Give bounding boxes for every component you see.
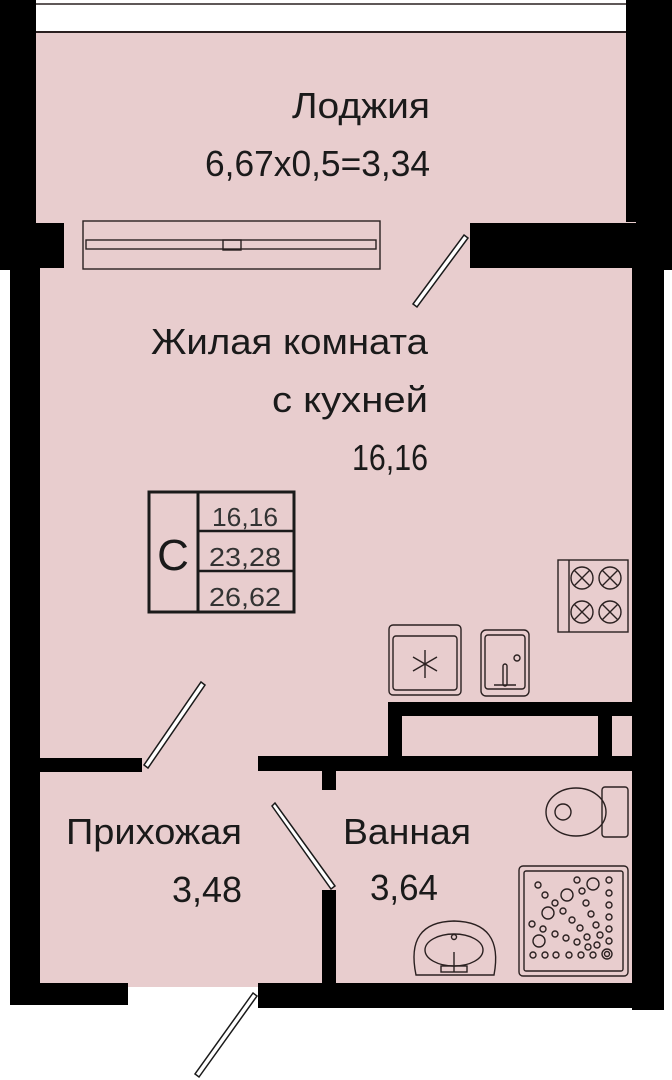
wall <box>322 770 336 790</box>
room-door[interactable] <box>142 680 207 770</box>
wall <box>322 890 336 985</box>
hallway-area: 3,48 <box>172 869 242 910</box>
wall <box>0 223 64 268</box>
wall <box>40 758 142 772</box>
loggia-area: 6,67x0,5=3,34 <box>205 143 430 184</box>
hallway-name: Прихожая <box>66 811 242 852</box>
wall <box>258 756 636 771</box>
wall <box>388 702 402 758</box>
total-with-loggia-value: 26,62 <box>209 582 281 612</box>
living-name-2: с кухней <box>272 379 428 420</box>
bathroom-area: 3,64 <box>370 867 438 908</box>
washbasin-icon <box>413 920 497 976</box>
apartment-floor <box>36 222 636 987</box>
wall <box>388 702 636 716</box>
kitchen-sink-icon <box>480 629 530 697</box>
wall <box>598 702 612 758</box>
bathroom-name: Ванная <box>343 811 471 852</box>
apartment-type: С <box>157 531 189 580</box>
toilet-icon <box>545 786 629 838</box>
wall <box>258 983 664 1008</box>
stove-icon <box>557 559 629 633</box>
shower-tray-icon <box>518 865 629 977</box>
refrigerator-icon <box>388 624 462 696</box>
entrance-door[interactable] <box>193 991 259 1079</box>
area-summary-table: С 16,16 23,28 26,62 <box>147 490 296 614</box>
window-icon <box>82 220 381 270</box>
loggia-door[interactable] <box>411 233 470 309</box>
wall <box>470 223 672 268</box>
wall <box>10 983 128 1005</box>
total-area-value: 23,28 <box>209 542 281 572</box>
living-area: 16,16 <box>352 437 428 478</box>
wall <box>10 268 40 1005</box>
living-name: Жилая комната <box>151 321 429 362</box>
loggia-name: Лоджия <box>292 85 430 126</box>
bathroom-door[interactable] <box>271 801 337 891</box>
living-area-value: 16,16 <box>212 502 278 532</box>
wall <box>632 268 664 1010</box>
